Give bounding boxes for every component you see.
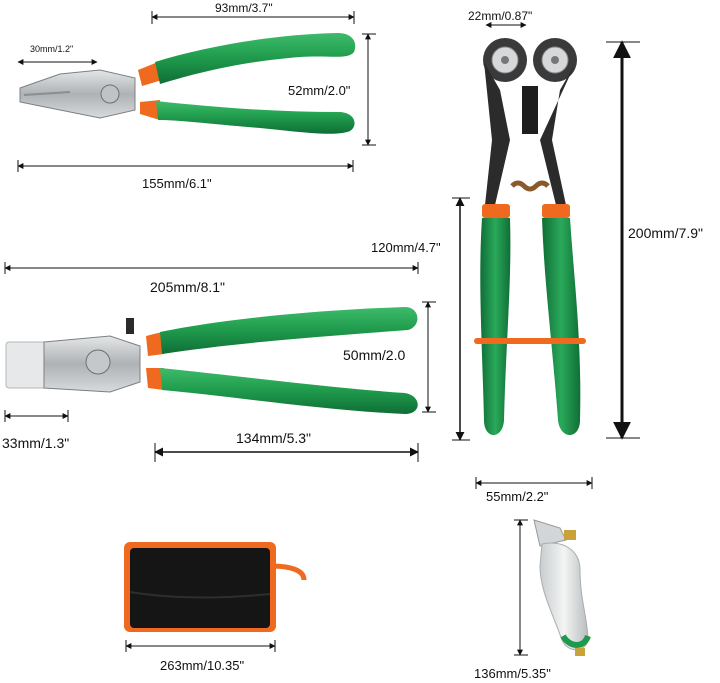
small-pliers-jaw-width-label: 30mm/1.2" [30, 44, 74, 54]
nipper-total-length-label: 200mm/7.9" [628, 225, 704, 241]
glass-cutter [533, 519, 591, 656]
wheeled-nipper [474, 38, 586, 435]
large-pliers-lower-handle [160, 368, 418, 414]
bag-zipper-pull [269, 563, 307, 581]
small-pliers-spread-label: 52mm/2.0" [288, 83, 351, 98]
large-pliers-jaw-width-label: 33mm/1.3" [2, 435, 70, 451]
nipper-handle-length-label: 120mm/4.7" [371, 240, 441, 255]
small-pliers-upper-handle [155, 33, 356, 84]
tool-bag [124, 542, 307, 632]
small-pliers-total-length-label: 155mm/6.1" [142, 176, 212, 191]
small-pliers-pivot [100, 84, 120, 104]
large-pliers-handle-length-label: 134mm/5.3" [236, 430, 312, 446]
small-pliers-head-length-label: 93mm/3.7" [215, 1, 273, 15]
cutter-length-label: 136mm/5.35" [474, 666, 551, 681]
nipper-wheel-width-label: 22mm/0.87" [468, 9, 533, 23]
cutter-width-label: 55mm/2.2" [486, 489, 549, 504]
large-pliers [5, 307, 418, 414]
nipper-spring [510, 180, 550, 192]
nipper-left-handle [480, 218, 511, 435]
bag-width-label: 263mm/10.35" [160, 658, 245, 673]
nipper-right-handle [542, 218, 581, 435]
cutter-handle [539, 542, 589, 651]
large-pliers-total-length-label: 205mm/8.1" [150, 279, 226, 295]
large-pliers-upper-handle [160, 307, 418, 354]
nipper-lock-strap [474, 338, 586, 344]
small-pliers-lower-handle [156, 101, 355, 134]
large-pliers-jaw-cover [5, 341, 49, 389]
small-pliers [19, 33, 356, 134]
large-pliers-spread-label: 50mm/2.0 [343, 347, 406, 363]
small-pliers-jaws [19, 69, 136, 119]
